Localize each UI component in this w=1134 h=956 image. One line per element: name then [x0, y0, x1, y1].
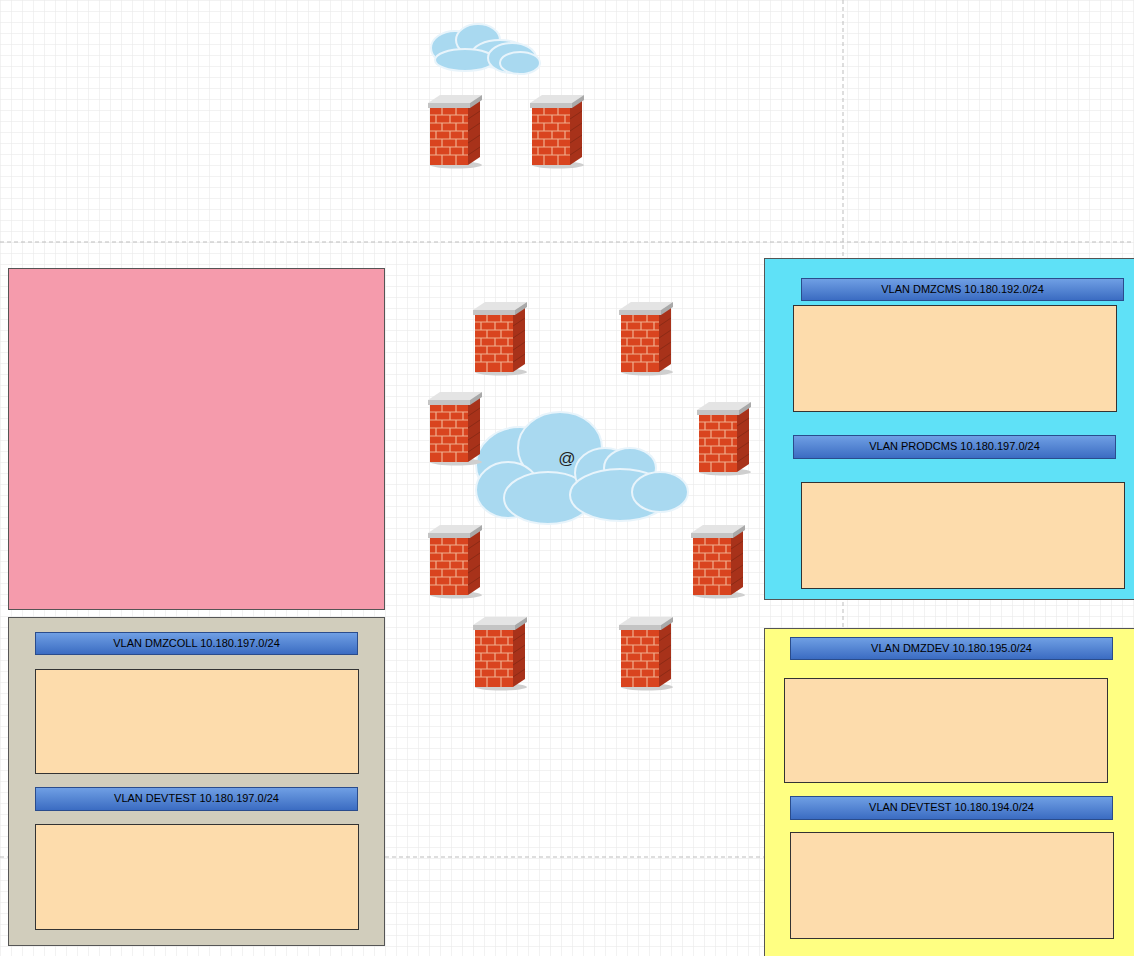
- vlan-label: VLAN DEVTEST 10.180.194.0/24: [869, 801, 1034, 814]
- vlan-label: VLAN DMZCMS 10.180.192.0/24: [881, 283, 1044, 296]
- vlan-header: VLAN DEVTEST 10.180.194.0/24: [790, 796, 1113, 820]
- server-area: [36, 306, 1125, 939]
- cloud-symbol: @: [558, 450, 575, 467]
- vlan-header: VLAN PRODCMS 10.180.197.0/24: [793, 435, 1116, 459]
- zone-panel: [765, 259, 1134, 600]
- zone-panel: [9, 269, 385, 610]
- internet-cloud: [431, 24, 540, 74]
- vlan-header: VLAN DMZCOLL 10.180.197.0/24: [35, 632, 358, 655]
- zone-panel: [765, 629, 1134, 956]
- internet-cloud: [476, 412, 688, 524]
- vlan-label: VLAN DMZDEV 10.180.195.0/24: [871, 642, 1032, 655]
- vlan-header: VLAN DMZDEV 10.180.195.0/24: [790, 637, 1113, 660]
- vlan-header: VLAN DMZCMS 10.180.192.0/24: [801, 278, 1124, 301]
- firewall-icon: [428, 95, 751, 691]
- vlan-header: VLAN DEVTEST 10.180.197.0/24: [35, 787, 358, 811]
- zone-panel: [9, 618, 385, 946]
- vlan-label: VLAN DMZCOLL 10.180.197.0/24: [113, 637, 280, 650]
- vlan-label: VLAN DEVTEST 10.180.197.0/24: [114, 792, 279, 805]
- vlan-label: VLAN PRODCMS 10.180.197.0/24: [869, 440, 1040, 453]
